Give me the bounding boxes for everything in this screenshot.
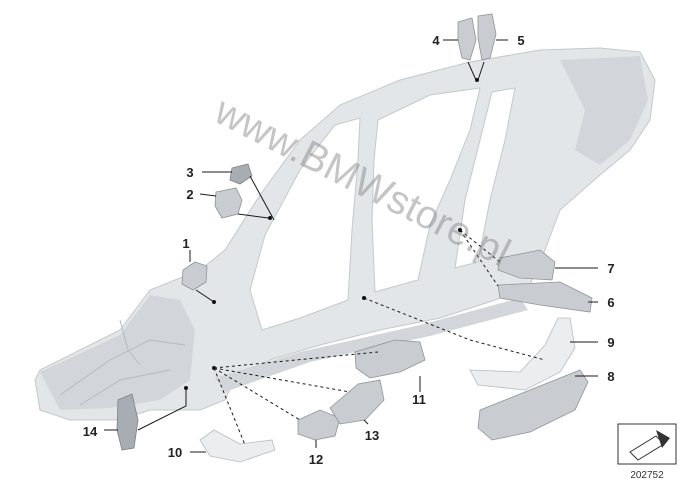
callout-4: 4 xyxy=(432,33,440,48)
callout-6: 6 xyxy=(607,295,614,310)
callout-10: 10 xyxy=(168,445,182,460)
parts xyxy=(116,13,593,463)
part-12 xyxy=(297,409,341,441)
callout-9: 9 xyxy=(607,335,614,350)
callout-14: 14 xyxy=(83,424,98,439)
part-5 xyxy=(477,13,497,61)
part-13 xyxy=(329,379,385,425)
callout-5: 5 xyxy=(517,33,524,48)
body-side-frame xyxy=(34,47,656,421)
orientation-arrow-icon xyxy=(617,423,677,465)
callout-2: 2 xyxy=(186,187,193,202)
callout-13: 13 xyxy=(365,428,379,443)
callout-1: 1 xyxy=(182,236,189,251)
part-4 xyxy=(457,17,477,61)
part-11 xyxy=(354,339,426,379)
part-9 xyxy=(469,317,576,391)
callouts: 1 2 3 4 5 6 7 8 9 10 11 12 13 14 xyxy=(83,33,615,467)
callout-11: 11 xyxy=(412,392,426,407)
part-7 xyxy=(497,249,556,281)
callout-3: 3 xyxy=(186,165,193,180)
figure-number: 202752 xyxy=(630,470,664,481)
part-6 xyxy=(497,281,593,313)
leader-lines xyxy=(104,39,598,453)
callout-7: 7 xyxy=(607,261,614,276)
part-2 xyxy=(214,187,243,219)
callout-12: 12 xyxy=(309,452,323,467)
part-10 xyxy=(199,429,276,463)
part-1 xyxy=(181,261,208,291)
part-3 xyxy=(229,163,253,185)
part-8 xyxy=(477,369,589,441)
callout-8: 8 xyxy=(607,369,614,384)
